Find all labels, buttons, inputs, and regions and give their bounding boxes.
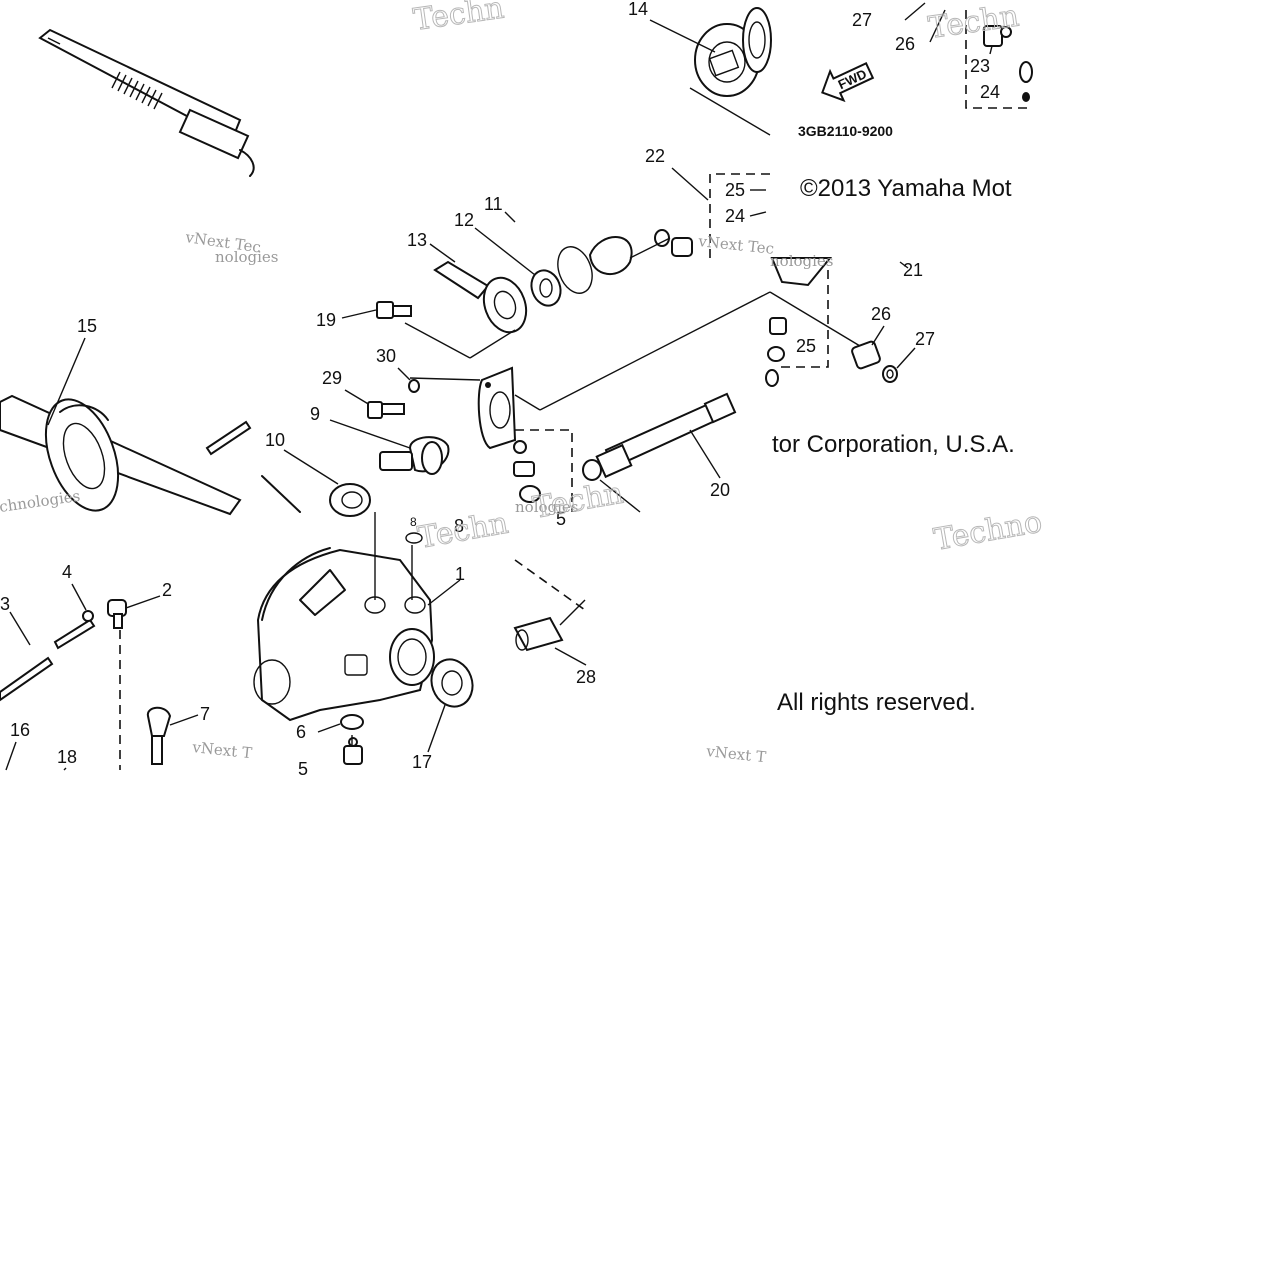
callout-4: 4 [62, 562, 72, 582]
callout-21: 21 [903, 260, 923, 280]
watermark-text: Techn [415, 506, 511, 556]
callout-13: 13 [407, 230, 427, 250]
callout-29: 29 [322, 368, 342, 388]
output-shaft [38, 28, 255, 177]
callout-19: 19 [316, 310, 336, 330]
callout-5: 5 [556, 509, 566, 529]
cover-plate [649, 7, 772, 136]
callout-6: 6 [296, 722, 306, 742]
yoke-housing [477, 366, 517, 450]
callout-30: 30 [376, 346, 396, 366]
callout-10: 10 [265, 430, 285, 450]
callout-24: 24 [980, 82, 1000, 102]
ujoint-21 [765, 257, 833, 387]
callout-8-top: 8 [410, 515, 417, 529]
pinion-assembly [433, 229, 693, 334]
callout-25: 25 [796, 336, 816, 356]
pinion-gear [379, 436, 450, 475]
watermark-text: vNext T [191, 738, 253, 762]
watermark-text: vNext T [705, 742, 767, 766]
copyright-line-2: tor Corporation, U.S.A. [772, 431, 1015, 458]
callout-7: 7 [200, 704, 210, 724]
diagram-code: 3GB2110-9200 [798, 123, 893, 139]
callout-3: 3 [0, 594, 10, 614]
callout-24: 24 [725, 206, 745, 226]
callout-27: 27 [915, 329, 935, 349]
callout-15: 15 [77, 316, 97, 336]
breather-hose [0, 599, 127, 702]
breather-valve-7 [146, 706, 172, 765]
callout-9: 9 [310, 404, 320, 424]
callout-28: 28 [576, 667, 596, 687]
callout-12: 12 [454, 210, 474, 230]
callout-2: 2 [162, 580, 172, 600]
callout-1: 1 [455, 564, 465, 584]
fitting-23 [983, 25, 1012, 55]
callout-26: 26 [871, 304, 891, 324]
callout-5: 5 [298, 759, 308, 779]
callout-27: 27 [852, 10, 872, 30]
watermark-text: Techno [931, 504, 1044, 557]
callout-23: 23 [970, 56, 990, 76]
fwd-arrow-icon: FWD [821, 62, 875, 103]
callout-8: 8 [454, 516, 464, 536]
callout-14: 14 [628, 0, 648, 19]
watermark-text: nologies [215, 248, 279, 266]
watermark-text: Techn [530, 476, 626, 526]
final-gear-case [253, 547, 435, 722]
watermark-text: chnologies [0, 487, 81, 516]
watermark-text: nologies [770, 252, 834, 270]
callout-16: 16 [10, 720, 30, 740]
watermark-text: Techn [411, 0, 506, 38]
bolt-29 [367, 401, 405, 419]
drain-plug [343, 737, 363, 765]
watermark-text: Techn [926, 0, 1021, 46]
drive-shaft-20 [595, 392, 737, 479]
copyright-line-3: All rights reserved. [777, 689, 976, 716]
copyright-line-1: ©2013 Yamaha Mot [800, 175, 1012, 202]
cap-26 [851, 340, 881, 370]
callout-26: 26 [895, 34, 915, 54]
sleeve-28 [513, 616, 564, 652]
bolt-19 [376, 301, 412, 319]
seal-17 [430, 658, 474, 708]
ring-gear-shaft [0, 394, 242, 516]
callout-20: 20 [710, 480, 730, 500]
spider-parts [513, 440, 541, 503]
callout-11: 11 [484, 194, 503, 214]
callout-25: 25 [725, 180, 745, 200]
watermark-text: nologies [515, 498, 579, 516]
callout-18: 18 [57, 747, 77, 767]
tube [205, 420, 252, 456]
callout-17: 17 [412, 752, 432, 772]
callout-22: 22 [645, 146, 665, 166]
watermark-text: vNext Tec [697, 232, 775, 258]
